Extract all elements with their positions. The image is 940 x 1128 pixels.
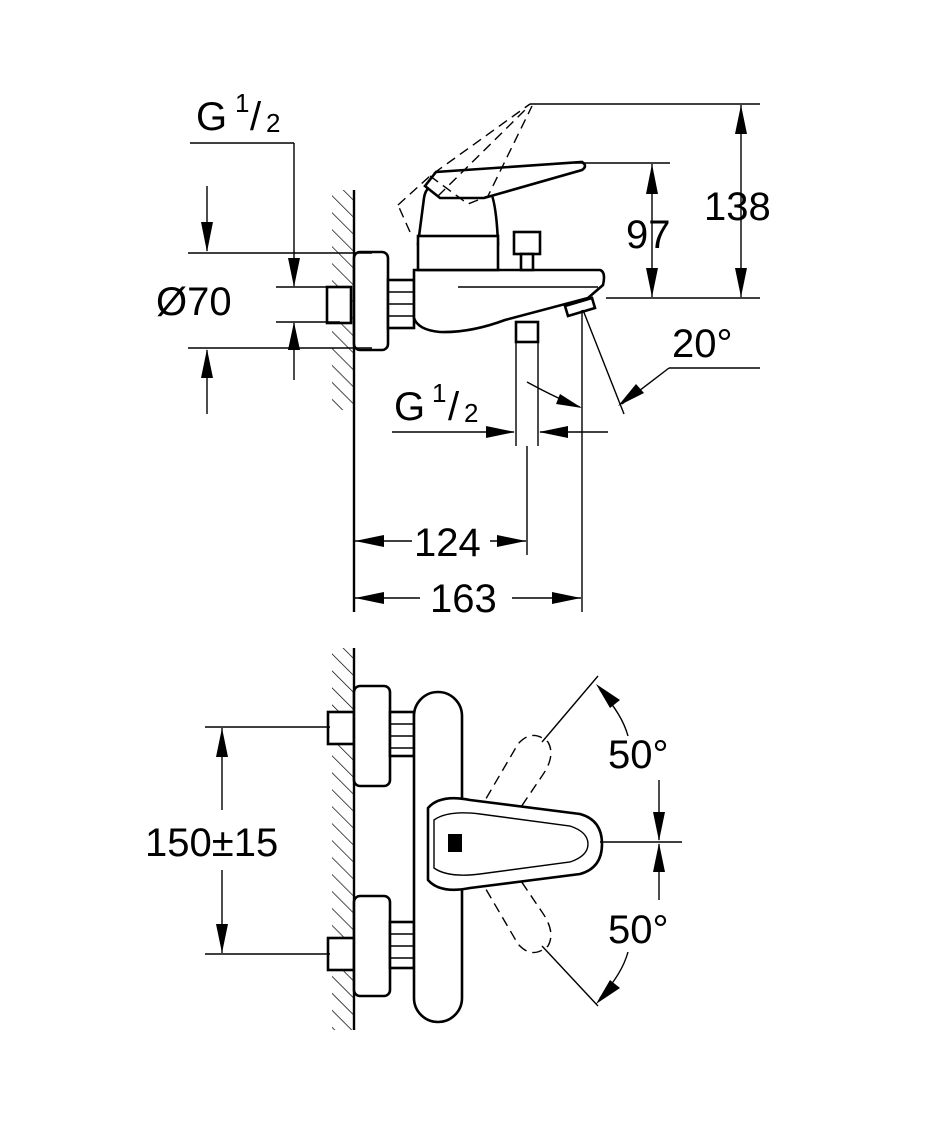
wall-hatch-front (332, 648, 354, 1030)
side-view: Ø70 G 1 / 2 97 (156, 88, 771, 621)
spacing-dimension (205, 726, 330, 955)
thread-bottom-den: 2 (464, 398, 478, 428)
depth-dimensions (355, 310, 583, 612)
mixer-body-front (326, 684, 604, 1024)
angle-50-dimensions (541, 675, 682, 1007)
thread-bottom-dimension (392, 342, 608, 446)
angle-lower-label: 50° (608, 908, 669, 952)
thread-top-den: 2 (266, 108, 280, 138)
front-view: 150±15 50° 50° (145, 648, 682, 1030)
height-dimensions (530, 103, 760, 299)
depth-124-label: 124 (414, 521, 481, 565)
angle-20-label: 20° (672, 322, 733, 366)
thread-bottom-slash: / (448, 385, 460, 429)
diameter-dimension (188, 186, 372, 414)
thread-top-num: 1 (235, 88, 249, 118)
mixer-body-side (325, 103, 606, 352)
angle-upper-label: 50° (608, 733, 669, 777)
thread-top-dimension (190, 142, 340, 380)
thread-bottom-num: 1 (432, 378, 446, 408)
thread-top-slash: / (250, 95, 262, 139)
angle-20-dimension (526, 309, 760, 415)
thread-bottom-label: G 1 / 2 (394, 378, 478, 429)
thread-bottom-main: G (394, 385, 425, 429)
thread-top-main: G (196, 95, 227, 139)
height-97-label: 97 (626, 213, 671, 257)
thread-top-label: G 1 / 2 (196, 88, 280, 139)
height-138-label: 138 (704, 185, 771, 229)
diameter-label: Ø70 (156, 280, 232, 324)
spacing-label: 150±15 (145, 821, 278, 865)
depth-163-label: 163 (430, 577, 497, 621)
